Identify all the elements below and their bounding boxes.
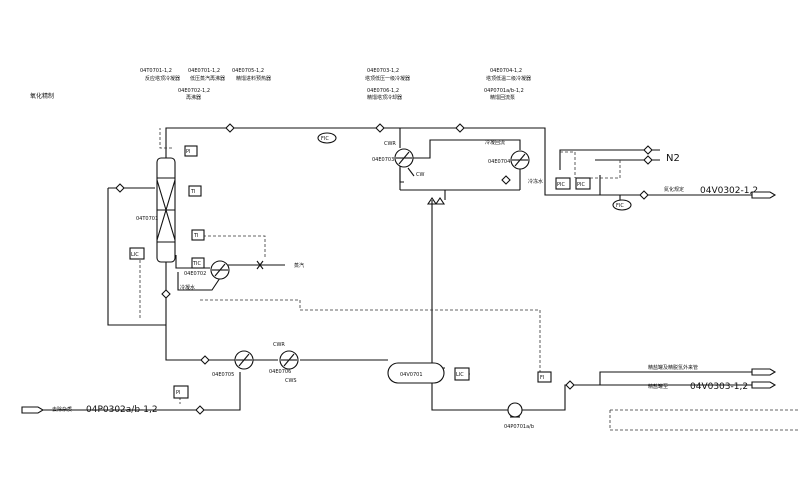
svg-text:LIC: LIC <box>131 252 139 258</box>
header-tag: 04T0701-1,2 <box>140 68 172 74</box>
instrument-fic: FIC <box>612 199 632 211</box>
svg-text:PI: PI <box>176 390 181 396</box>
cooler-tag: 04E0706 <box>269 369 291 375</box>
steam-label: 蒸汽 <box>294 262 304 269</box>
feed-pump: 04P0302a/b-1,2 <box>86 405 158 415</box>
preheater-tag: 04E0705 <box>212 372 234 378</box>
header-tag-desc: 反应塔顶冷凝器 <box>145 75 180 82</box>
cond1-tag: 04E0703 <box>372 157 394 163</box>
page-title: 氧化精制 <box>30 92 54 100</box>
svg-text:TI: TI <box>190 189 196 195</box>
header-tag-desc: 塔顶低压一级冷凝器 <box>365 75 410 82</box>
instrument-bubbles: PI TI TI LIC TIC FIC FIC PIC <box>129 132 632 399</box>
svg-text:PI: PI <box>186 149 191 155</box>
svg-text:LIC: LIC <box>456 372 464 378</box>
valves <box>115 123 653 415</box>
instrument-pi: PI <box>173 385 189 399</box>
header-tag: 04P0701a/b-1,2 <box>484 88 524 94</box>
instrument-fi: FI <box>537 371 552 383</box>
header-tag-desc: 塔顶低温二级冷凝器 <box>486 75 531 82</box>
cond1-cw: CW <box>416 172 424 178</box>
feed-label: 去除杂质 <box>52 406 72 413</box>
header-tag: 04E0705-1,2 <box>232 68 264 74</box>
stream-labels: N2 氮化规定 04V0302-1,2 去除杂质 04P0302a/b-1,2 … <box>21 153 777 415</box>
column-tag: 04T0701 <box>136 216 158 222</box>
header-tag: 04E0706-1,2 <box>367 88 399 94</box>
header-tag-desc: 精馏进料预热器 <box>236 75 271 82</box>
cond2-fluid-side: 冷冻水 <box>528 178 543 185</box>
vent-label: 氮化规定 <box>664 186 684 193</box>
signal-lines <box>139 128 800 431</box>
svg-text:TIC: TIC <box>192 261 202 267</box>
instrument-pic: PIC <box>555 177 571 190</box>
header-tag: 04E0701-1,2 <box>188 68 220 74</box>
cond2-tag: 04E0704 <box>488 159 510 165</box>
reboiler-fluid: 冷凝水 <box>180 284 195 291</box>
vent-tank: 04V0302-1,2 <box>700 186 758 196</box>
process-piping <box>38 127 760 411</box>
instrument-ti: TI <box>191 229 205 241</box>
condenser-2: 04E0704 冷凝回流 冷冻水 <box>485 139 543 185</box>
svg-text:FIC: FIC <box>616 203 624 209</box>
cooler: 04E0706 CWR CWS <box>269 342 299 384</box>
instrument-tic: TIC <box>191 257 205 269</box>
reboiler: 04E0702 冷凝水 蒸汽 <box>180 260 304 291</box>
reflux-pump: 04P0701a/b <box>504 402 534 430</box>
reflux-drum: 04V0701 <box>387 362 445 384</box>
header-tag-desc: 精馏塔顶冷却器 <box>367 94 402 101</box>
instrument-fic: FIC <box>317 132 337 144</box>
svg-text:TI: TI <box>193 233 199 239</box>
instrument-lic: LIC <box>129 247 145 260</box>
pump-tag: 04P0701a/b <box>504 424 534 430</box>
svg-text:PIC: PIC <box>577 182 585 188</box>
product2-tank: 04V0303-1,2 <box>690 382 748 392</box>
condenser-1: 04E0703 CWR CW <box>372 141 424 183</box>
reboiler-tag: 04E0702 <box>184 271 206 277</box>
cond2-fluid-top: 冷凝回流 <box>485 139 505 146</box>
cond1-cwr: CWR <box>384 141 396 147</box>
drum-tag: 04V0701 <box>400 372 423 378</box>
distillation-column: 04T0701 <box>136 157 176 263</box>
product1-label: 精盐罐及精脱氢外来管 <box>648 364 698 371</box>
instrument-pi: PI <box>184 145 198 157</box>
instrument-pic: PIC <box>575 177 591 190</box>
header-tag: 04E0703-1,2 <box>367 68 399 74</box>
instrument-ti: TI <box>188 185 202 197</box>
header-tag-list: 04T0701-1,2 反应塔顶冷凝器 04E0701-1,2 低压蒸汽再沸器 … <box>140 68 531 101</box>
svg-text:FIC: FIC <box>321 136 329 142</box>
cooler-cw: CWS <box>285 378 297 384</box>
cooler-cwr: CWR <box>273 342 285 348</box>
header-tag-desc: 低压蒸汽再沸器 <box>190 75 225 82</box>
header-tag: 04E0702-1,2 <box>178 88 210 94</box>
product2-label: 精盐罐至 <box>648 383 668 390</box>
preheater: 04E0705 <box>212 350 254 378</box>
svg-text:PIC: PIC <box>557 182 565 188</box>
header-tag-desc: 再沸器 <box>186 94 201 101</box>
header-tag: 04E0704-1,2 <box>490 68 522 74</box>
instrument-lic: LIC <box>454 367 470 381</box>
svg-text:FI: FI <box>540 375 544 381</box>
n2-label: N2 <box>666 153 680 164</box>
header-tag-desc: 精馏回流泵 <box>490 94 515 101</box>
